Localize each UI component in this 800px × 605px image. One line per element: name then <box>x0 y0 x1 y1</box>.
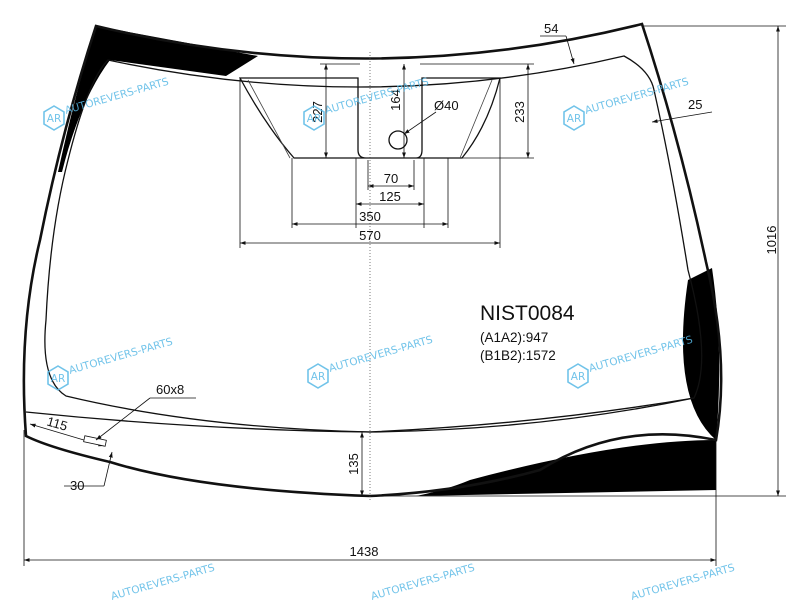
b1b2-label: (B1B2): <box>480 348 526 363</box>
dim-570-label: 570 <box>359 228 381 243</box>
watermark: AUTOREVERS-PARTS <box>110 562 217 603</box>
dim-1438-label: 1438 <box>350 544 379 559</box>
hexagon-logo-icon <box>307 363 329 389</box>
part-code: NIST0084 <box>480 302 575 325</box>
watermark-text: AUTOREVERS-PARTS <box>68 336 175 377</box>
sensor-inner-dashed <box>247 79 493 159</box>
hexagon-logo-icon <box>567 363 589 389</box>
hexagon-logo-icon <box>43 105 65 131</box>
hole-label: Ø40 <box>434 98 459 113</box>
dim-54-leader <box>565 35 575 65</box>
watermark-logo: AR <box>47 113 61 125</box>
watermark-text: AUTOREVERS-PARTS <box>370 562 477 600</box>
heater-label: 60x8 <box>156 382 184 397</box>
dim-70-label: 70 <box>384 171 398 186</box>
dim-54-label: 54 <box>544 21 558 36</box>
dim-233-label: 233 <box>512 101 527 123</box>
watermark-logo: AR <box>307 113 321 125</box>
b1b2-spec: (B1B2):1572 <box>480 348 556 363</box>
watermark: AR AUTOREVERS-PARTS <box>43 76 170 131</box>
inner-border-bottom <box>25 397 695 433</box>
watermark-text: AUTOREVERS-PARTS <box>328 334 435 375</box>
heater-element <box>83 435 107 447</box>
watermark: AUTOREVERS-PARTS <box>630 562 737 603</box>
watermark-text: AUTOREVERS-PARTS <box>584 76 691 117</box>
watermark-text: AUTOREVERS-PARTS <box>588 334 695 375</box>
dim-135-label: 135 <box>346 453 361 475</box>
dim-115-label: 115 <box>45 414 69 434</box>
b1b2-value: 1572 <box>526 348 556 363</box>
watermark-text: AUTOREVERS-PARTS <box>110 562 217 600</box>
dim-25-label: 25 <box>688 97 702 112</box>
dim-25-leader <box>651 111 713 124</box>
watermark: AR AUTOREVERS-PARTS <box>307 334 435 389</box>
watermark-group: AR AUTOREVERS-PARTS AR AUTOREVERS-PARTS … <box>43 76 737 603</box>
a1a2-value: 947 <box>526 330 549 345</box>
dim-30-leader <box>103 451 113 487</box>
sensor-hole <box>388 130 408 150</box>
watermark-text: AUTOREVERS-PARTS <box>630 562 737 600</box>
hole-leader <box>403 111 437 135</box>
hexagon-logo-icon <box>303 105 325 131</box>
dim-350-label: 350 <box>359 209 381 224</box>
watermark-logo: AR <box>567 113 581 125</box>
watermark-text: AUTOREVERS-PARTS <box>324 76 431 117</box>
a1a2-label: (A1A2): <box>480 330 526 345</box>
frit-right-lower <box>416 268 720 496</box>
watermark-logo: AR <box>51 373 65 385</box>
watermark-logo: AR <box>571 371 585 383</box>
dim-30-label: 30 <box>70 478 84 493</box>
watermark: AUTOREVERS-PARTS <box>370 562 477 603</box>
hexagon-logo-icon <box>47 365 69 391</box>
watermark: AR AUTOREVERS-PARTS <box>567 334 695 389</box>
watermark-logo: AR <box>311 371 325 383</box>
hexagon-logo-icon <box>563 105 585 131</box>
dim-125-label: 125 <box>379 189 401 204</box>
glass-outline <box>22 22 723 498</box>
dim-1016-label: 1016 <box>764 226 779 255</box>
inner-border <box>44 55 703 433</box>
a1a2-spec: (A1A2):947 <box>480 330 548 345</box>
dim-164-label: 164 <box>388 89 403 111</box>
frit-top-left <box>58 26 258 172</box>
heater-leader <box>95 397 151 441</box>
